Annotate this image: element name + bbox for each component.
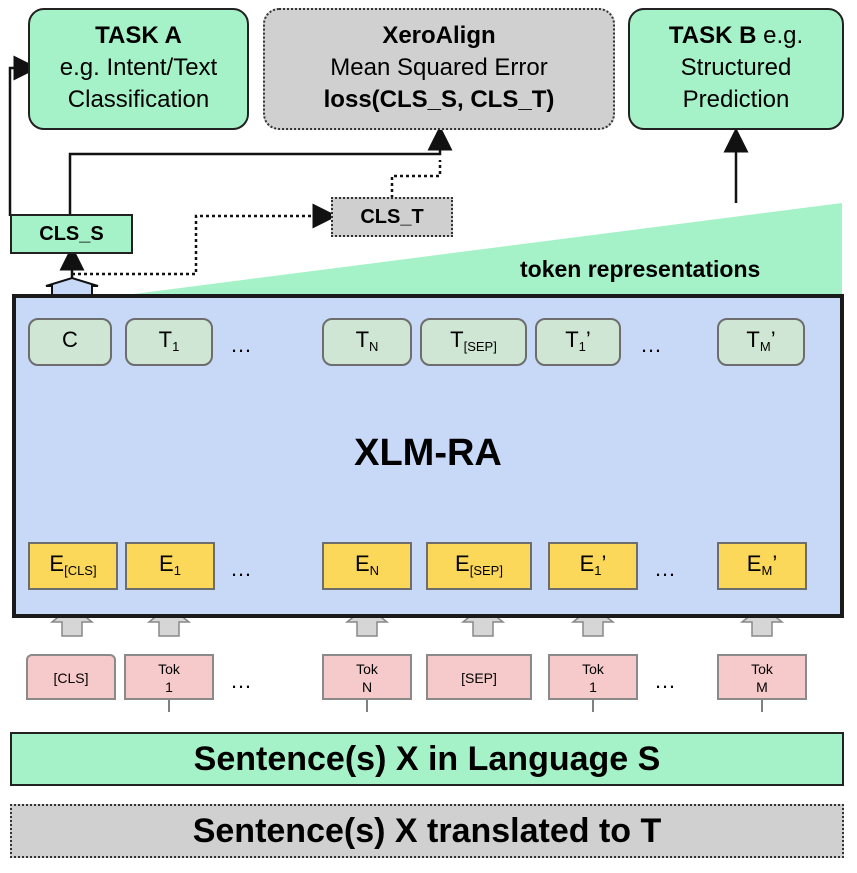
source-sentence-bar: Sentence(s) X in Language S	[10, 732, 844, 786]
arrow-cls-s-to-task-a	[8, 55, 39, 216]
output-token-t1: T1	[125, 318, 213, 366]
cls-s-box: CLS_S	[10, 214, 133, 254]
arrow-to-cls-t	[72, 203, 338, 276]
task-b-title-suffix: e.g.	[756, 22, 804, 49]
embedding-cls: E[CLS]	[28, 542, 118, 590]
xeroalign-title: XeroAlign	[382, 22, 496, 49]
token-repr-wedge	[118, 203, 842, 296]
task-b-title: TASK B	[668, 22, 757, 49]
ellipsis-bottom-1: …	[230, 668, 254, 693]
output-token-tsep: T[SEP]	[420, 318, 527, 366]
embedding-m-prime: EM’	[717, 542, 807, 590]
task-a-box: TASK A e.g. Intent/Text Classification	[28, 8, 249, 130]
embedding-1-prime: E1’	[548, 542, 638, 590]
xeroalign-line2: loss(CLS_S, CLS_T)	[323, 86, 555, 113]
output-token-t1-prime: T1’	[535, 318, 621, 366]
xeroalign-box: XeroAlign Mean Squared Error loss(CLS_S,…	[263, 8, 615, 130]
token-representations-label: token representations	[520, 256, 761, 282]
model-name: XLM-RA	[354, 432, 502, 474]
embedding-n: EN	[322, 542, 412, 590]
input-token-cls: [CLS]	[26, 654, 116, 700]
output-token-tn: TN	[322, 318, 412, 366]
arrow-cls-t-to-xeroalign	[390, 160, 442, 198]
input-token-sep: [SEP]	[426, 654, 532, 700]
ellipsis-mid-2: …	[654, 556, 678, 581]
output-token-tm-prime: TM’	[717, 318, 805, 366]
task-a-line2: Classification	[67, 86, 210, 113]
arrow-cls-s-to-xeroalign	[68, 125, 453, 216]
embedding-1: E1	[125, 542, 215, 590]
task-b-line1: Structured	[680, 54, 792, 81]
task-a-title: TASK A	[95, 22, 182, 49]
ellipsis-top-2: …	[640, 332, 664, 357]
ellipsis-mid-1: …	[230, 556, 254, 581]
xeroalign-line1: Mean Squared Error	[330, 54, 548, 81]
translated-sentence-bar: Sentence(s) X translated to T	[10, 804, 844, 858]
embedding-sep: E[SEP]	[426, 542, 532, 590]
cls-t-box: CLS_T	[331, 197, 453, 237]
task-b-box: TASK B e.g. Structured Prediction	[628, 8, 844, 130]
ellipsis-top-1: …	[230, 332, 254, 357]
task-a-line1: e.g. Intent/Text	[59, 54, 218, 81]
output-token-c: C	[28, 318, 112, 366]
ellipsis-bottom-2: …	[654, 668, 678, 693]
task-b-line2: Prediction	[682, 86, 790, 113]
